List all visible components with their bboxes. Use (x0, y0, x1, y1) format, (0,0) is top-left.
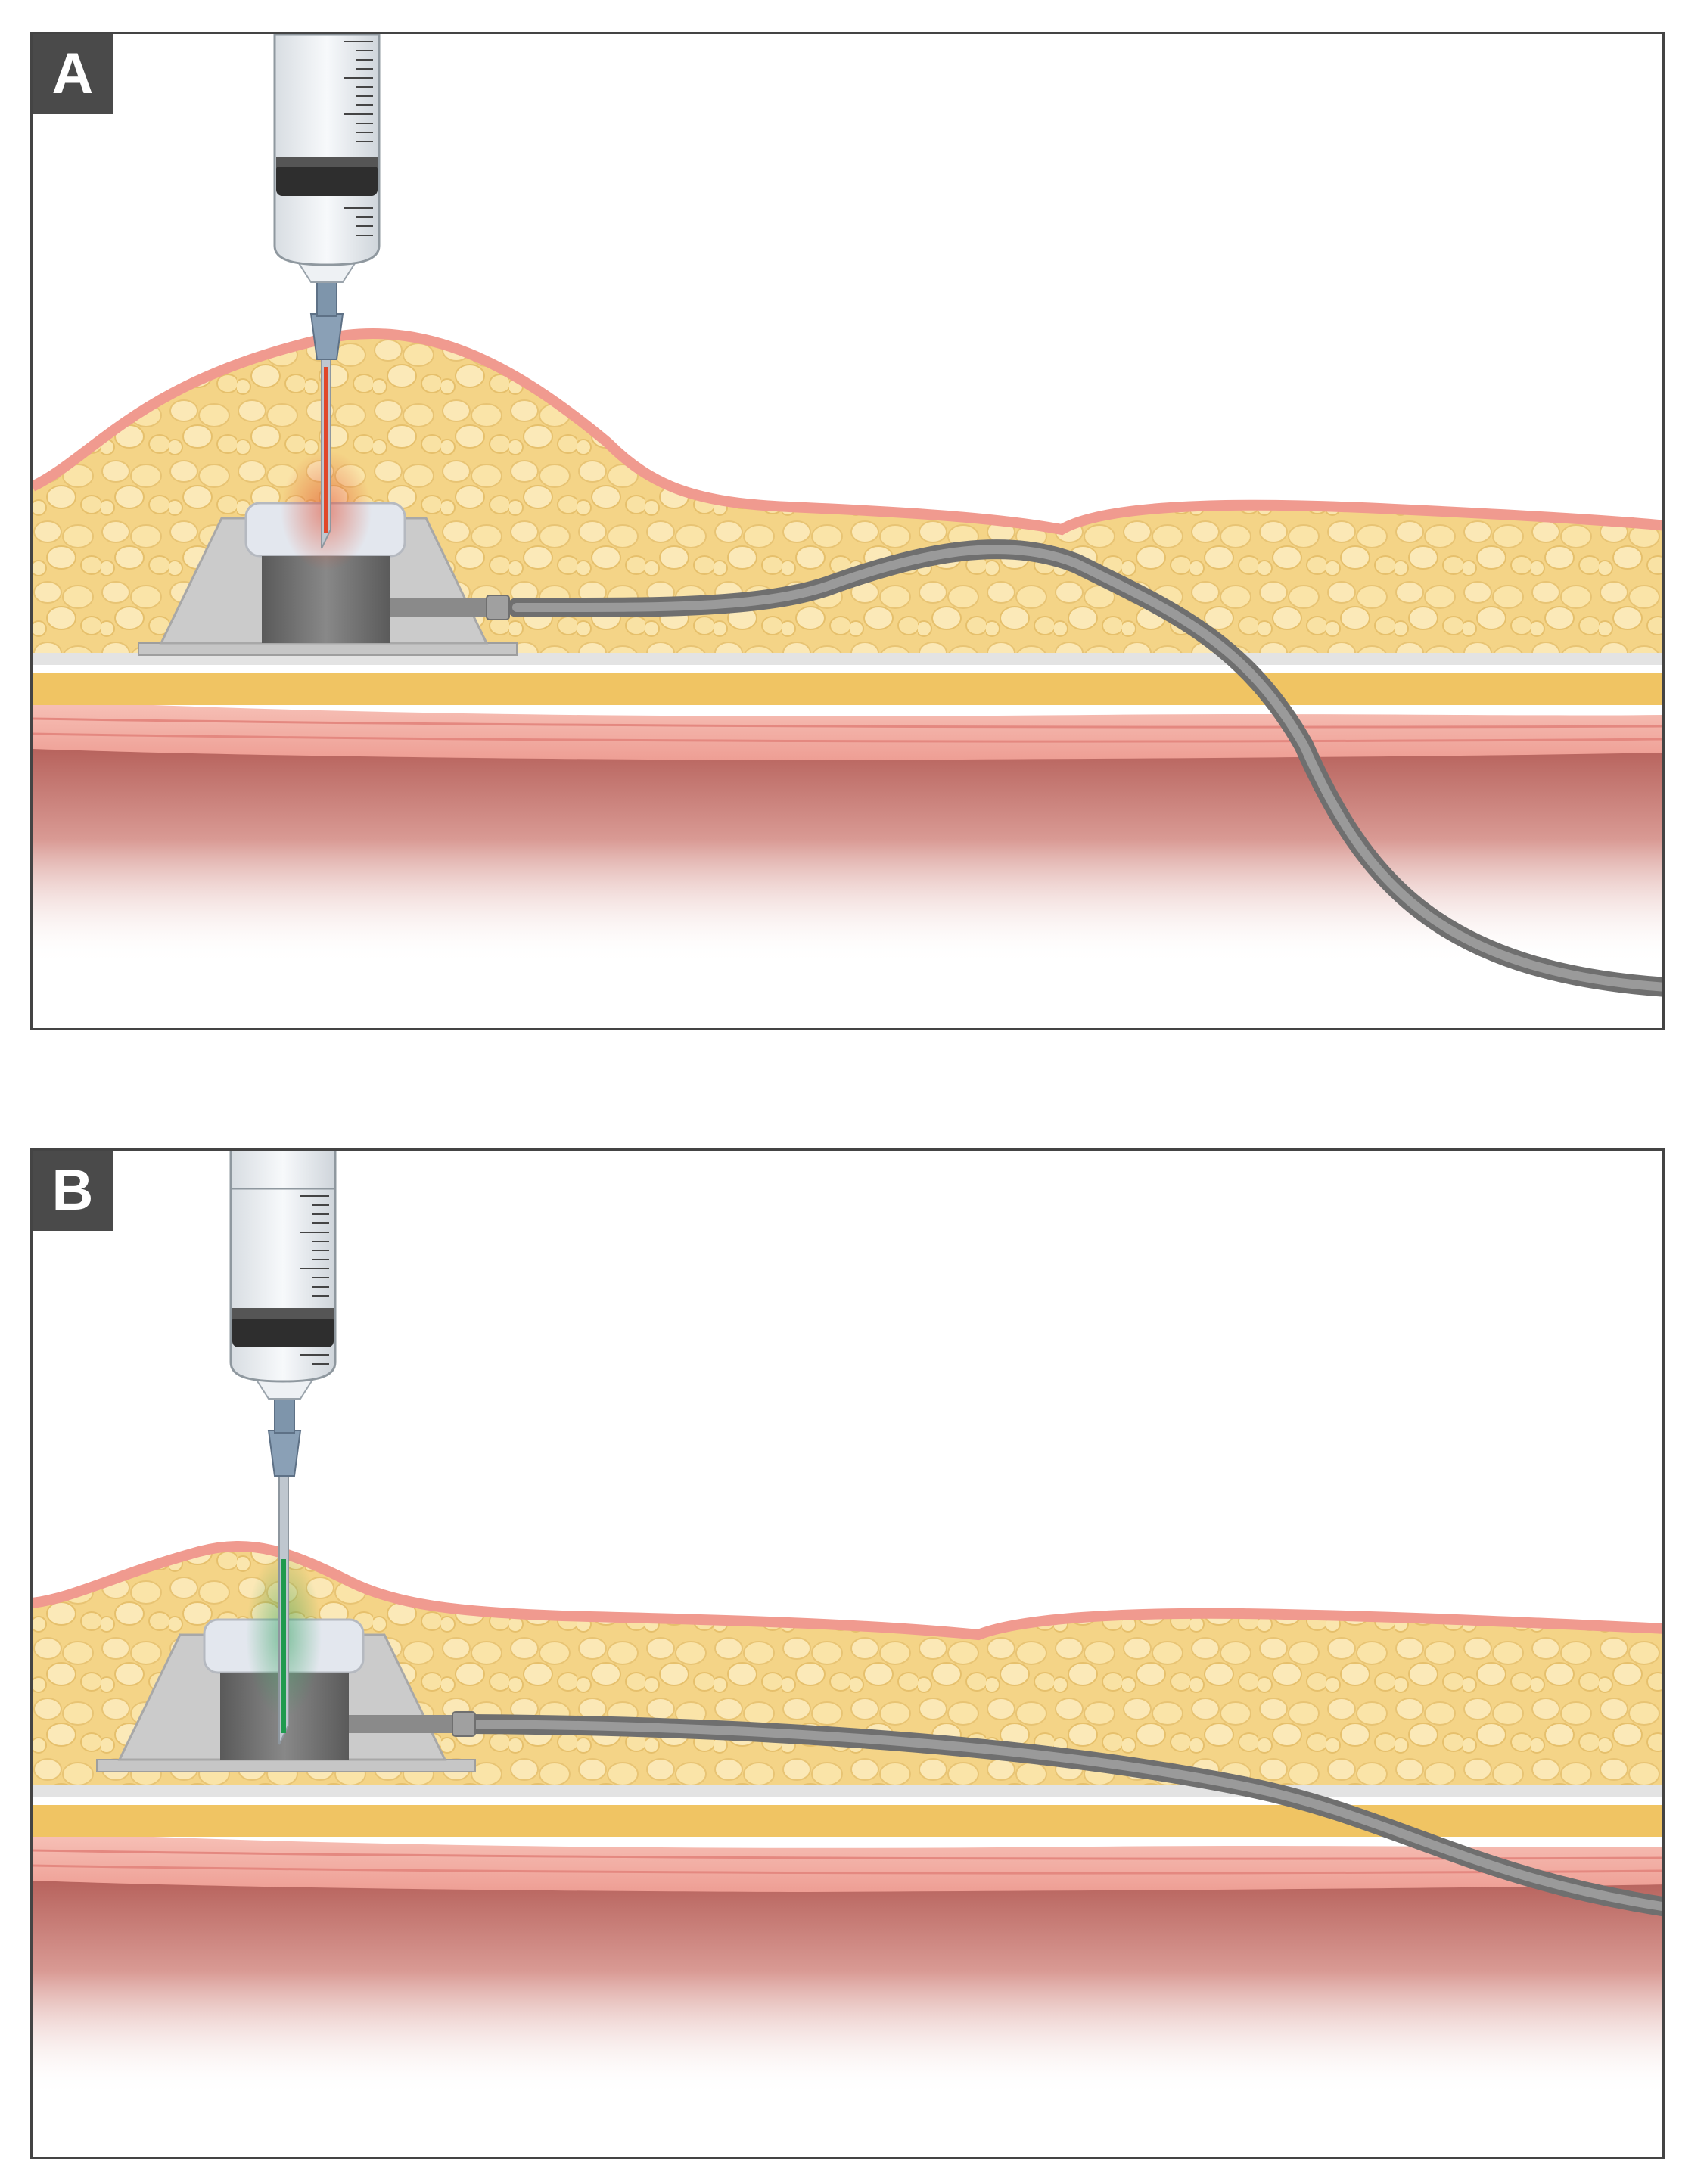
panel-a: A (30, 32, 1665, 1030)
muscle-layer-a (33, 700, 1662, 760)
illustration-a (33, 34, 1662, 997)
panel-label-a: A (33, 34, 113, 114)
syringe-barrel-a (273, 34, 381, 266)
port-base-a (138, 642, 518, 656)
skin-line-b (33, 1541, 1662, 1641)
needle-hub-a (309, 313, 344, 360)
syringe-barrel-b (229, 1187, 337, 1383)
catheter-connector-b (349, 1715, 455, 1733)
port-base-b (96, 1759, 476, 1772)
syringe-plunger-b (232, 1314, 334, 1347)
panel-label-b: B (33, 1151, 113, 1231)
muscle-layer-b (33, 1831, 1662, 1892)
panel-b: B (30, 1148, 1665, 2159)
needle-fluid-b (281, 1559, 286, 1733)
fascia-b (33, 1785, 1662, 1797)
lower-fat-strip-a (33, 673, 1662, 705)
deep-tissue-a (33, 738, 1662, 965)
syringe-graduations-a (344, 41, 373, 236)
deep-tissue-b (33, 1869, 1662, 2096)
needle-hub-b (267, 1430, 302, 1477)
needle-fluid-a (324, 367, 328, 533)
skin-line-a (33, 328, 1662, 536)
illustration-b (33, 1151, 1662, 2096)
syringe-graduations-b (300, 1195, 329, 1365)
catheter-connector-a (390, 598, 489, 617)
syringe-plunger-a (276, 163, 378, 196)
